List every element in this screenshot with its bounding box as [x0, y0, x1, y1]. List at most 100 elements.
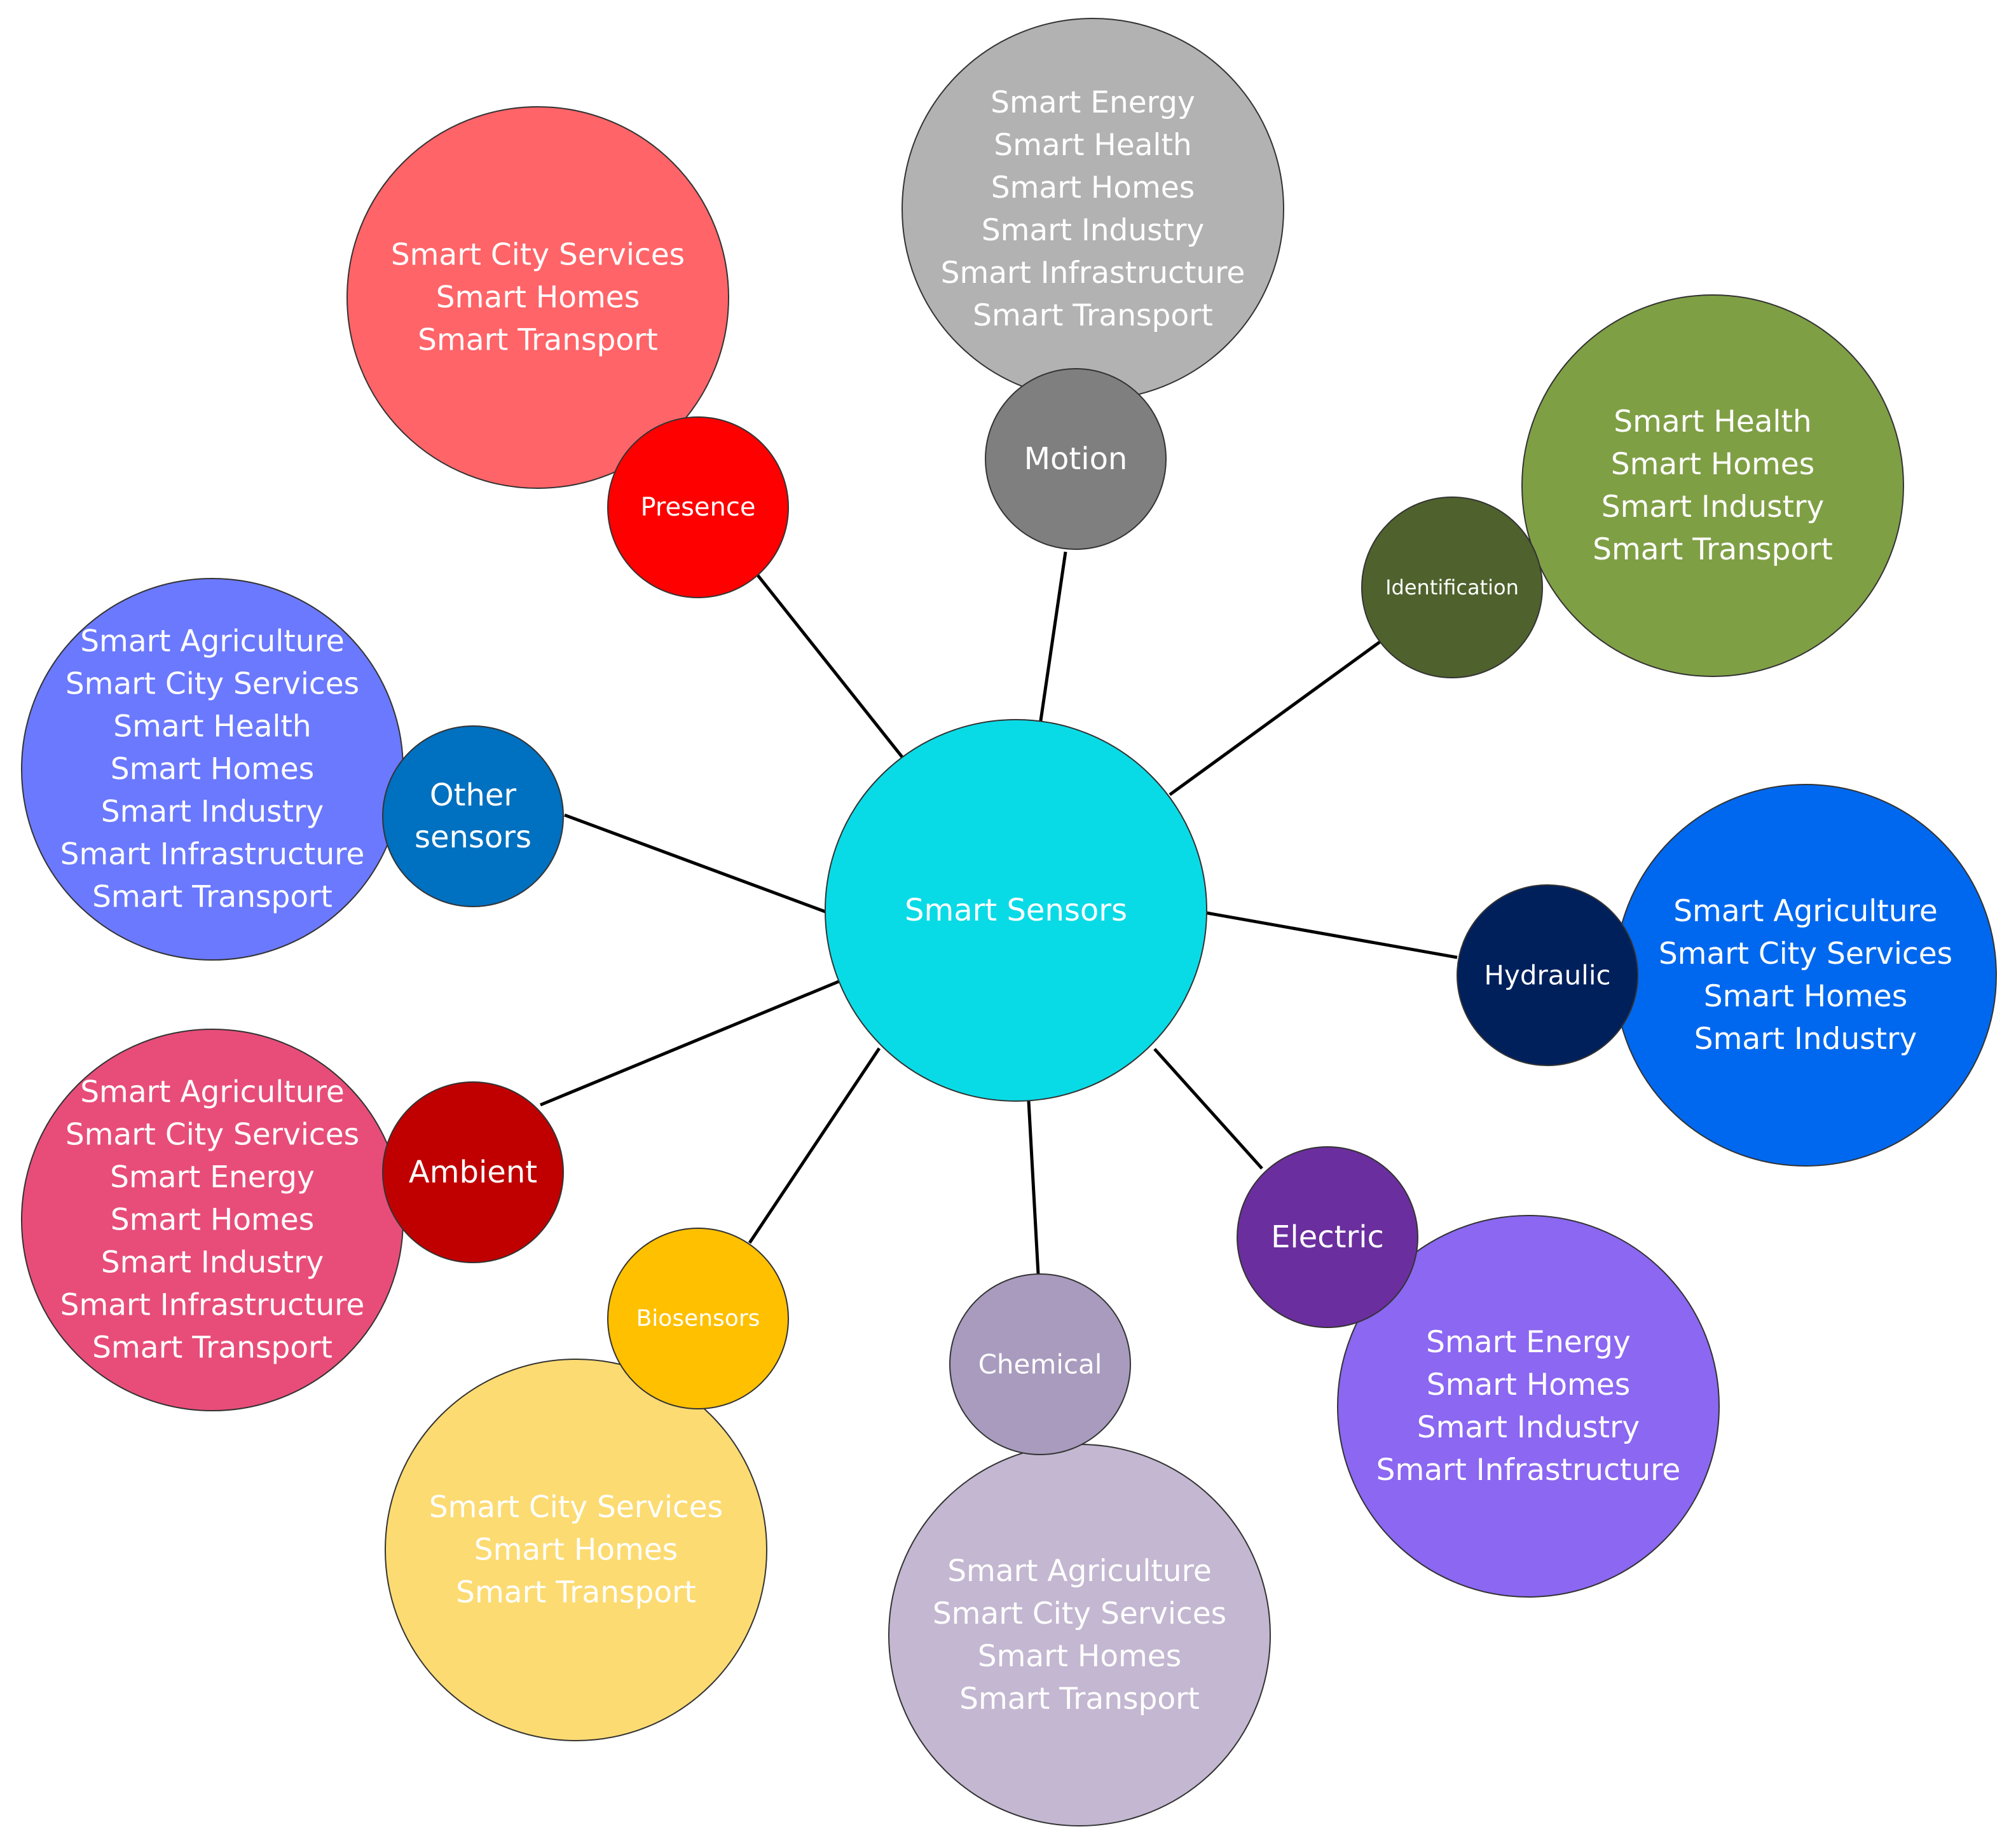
- application-label: Smart Infrastructure: [60, 1288, 365, 1323]
- application-label: Smart Transport: [418, 323, 658, 358]
- category-circle-motion: [985, 368, 1167, 550]
- application-label: Smart Homes: [111, 1203, 314, 1238]
- center-circle: [825, 719, 1207, 1102]
- category-nodes: MotionIdentificationHydraulicElectricChe…: [382, 368, 1638, 1455]
- application-label: Smart Infrastructure: [60, 837, 365, 872]
- application-label: Smart City Services: [429, 1490, 723, 1525]
- application-label: Smart Homes: [1704, 979, 1907, 1014]
- category-label-electric: Electric: [1271, 1219, 1384, 1255]
- category-node-other-sensors: Other sensors: [382, 725, 564, 907]
- application-label: Smart Homes: [111, 752, 314, 787]
- application-label: Smart Health: [113, 709, 311, 744]
- application-label: Smart Agriculture: [80, 624, 345, 659]
- application-label: Smart Industry: [1601, 490, 1824, 524]
- application-label: Smart Energy: [1426, 1325, 1631, 1360]
- category-circle-identification: [1361, 497, 1543, 678]
- application-label: Smart Energy: [110, 1160, 315, 1195]
- connector-identification: [1169, 640, 1381, 797]
- category-circle-chemical: [949, 1273, 1131, 1455]
- center-node: Smart Sensors: [825, 719, 1207, 1102]
- category-node-chemical: Chemical: [949, 1273, 1131, 1455]
- application-label: Smart Industry: [101, 795, 324, 830]
- category-node-biosensors: Biosensors: [607, 1228, 789, 1409]
- category-label-other-sensors: Other: [430, 778, 517, 813]
- connector-chemical: [1027, 1100, 1040, 1275]
- connector-other-sensors: [564, 813, 826, 914]
- application-label: Smart Industry: [1417, 1410, 1640, 1445]
- category-circle-biosensors: [607, 1228, 789, 1409]
- application-label: Smart Agriculture: [1673, 894, 1938, 929]
- application-label: Smart Agriculture: [80, 1075, 345, 1110]
- application-label: Smart Health: [1614, 404, 1811, 439]
- category-label-biosensors: Biosensors: [636, 1306, 760, 1332]
- category-circle-other-sensors: [382, 725, 564, 907]
- application-circle-electric: [1337, 1215, 1720, 1598]
- application-label: Smart City Services: [1659, 936, 1952, 971]
- application-label: Smart Homes: [978, 1639, 1181, 1674]
- application-label: Smart City Services: [65, 667, 359, 702]
- category-node-identification: Identification: [1361, 497, 1543, 678]
- connector-electric: [1153, 1048, 1263, 1170]
- connector-lines: [540, 551, 1458, 1275]
- application-circle-presence: [346, 106, 729, 489]
- category-node-electric: Electric: [1237, 1146, 1418, 1328]
- category-circle-hydraulic: [1457, 884, 1638, 1066]
- application-label: Smart Transport: [973, 298, 1213, 333]
- application-label: Smart Transport: [456, 1575, 696, 1610]
- category-label-identification: Identification: [1385, 575, 1519, 599]
- application-circle-motion: [902, 18, 1284, 401]
- application-label: Smart Infrastructure: [1376, 1453, 1681, 1488]
- application-label: Smart Industry: [101, 1245, 324, 1280]
- connector-hydraulic: [1206, 911, 1458, 959]
- center-label: Smart Sensors: [905, 893, 1127, 928]
- category-node-ambient: Ambient: [382, 1081, 564, 1263]
- connector-biosensors: [748, 1047, 881, 1244]
- category-label-motion: Motion: [1024, 441, 1128, 477]
- category-label-presence: Presence: [641, 493, 756, 522]
- category-circle-presence: [607, 416, 789, 598]
- application-label: Smart City Services: [933, 1596, 1226, 1631]
- category-label-hydraulic: Hydraulic: [1484, 960, 1610, 991]
- application-label: Smart Transport: [959, 1682, 1200, 1716]
- application-label: Smart Industry: [1694, 1022, 1917, 1057]
- application-circle-chemical: [888, 1444, 1271, 1826]
- application-label: Smart Transport: [92, 880, 333, 915]
- connector-ambient: [540, 980, 839, 1107]
- category-node-hydraulic: Hydraulic: [1457, 884, 1638, 1066]
- application-label: Smart Homes: [436, 280, 640, 315]
- connector-presence: [754, 571, 904, 759]
- application-label: Smart Homes: [1427, 1367, 1630, 1402]
- category-label-chemical: Chemical: [978, 1349, 1102, 1380]
- application-label: Smart Homes: [474, 1533, 678, 1568]
- application-label: Smart City Services: [65, 1118, 359, 1153]
- application-circle-hydraulic: [1614, 784, 1997, 1167]
- application-label: Smart Energy: [991, 85, 1195, 120]
- connector-motion: [1038, 551, 1067, 725]
- category-node-motion: Motion: [985, 368, 1167, 550]
- category-label-other-sensors: sensors: [415, 819, 531, 855]
- application-label: Smart Infrastructure: [941, 256, 1245, 291]
- application-label: Smart Health: [994, 128, 1191, 163]
- application-circle-biosensors: [385, 1359, 767, 1741]
- category-label-ambient: Ambient: [409, 1154, 537, 1190]
- category-node-presence: Presence: [607, 416, 789, 598]
- application-label: Smart City Services: [391, 238, 685, 273]
- application-label: Smart Homes: [991, 170, 1195, 205]
- category-circle-ambient: [382, 1081, 564, 1263]
- application-circle-identification: [1521, 294, 1904, 677]
- application-label: Smart Transport: [92, 1331, 333, 1366]
- application-label: Smart Homes: [1611, 447, 1814, 482]
- application-label: Smart Industry: [982, 213, 1204, 248]
- category-circle-electric: [1237, 1146, 1418, 1328]
